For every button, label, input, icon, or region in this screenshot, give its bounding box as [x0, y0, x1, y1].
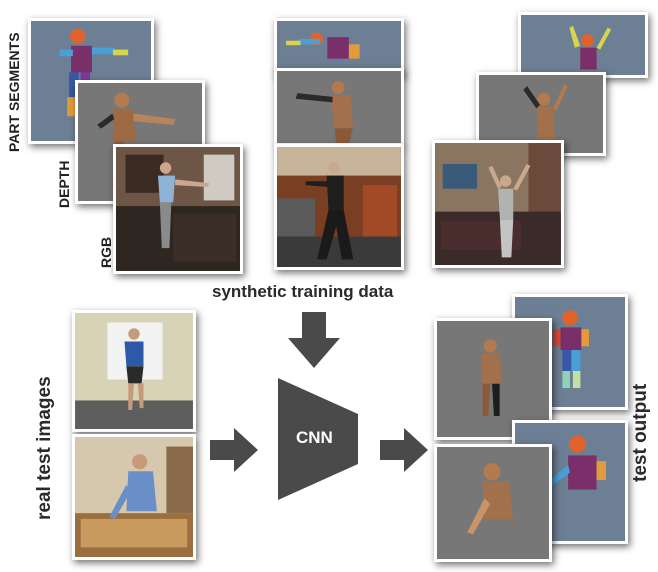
depth-body-figure: [480, 339, 502, 417]
synthetic-2-rgb: [274, 144, 404, 270]
test-output-2-depth: [434, 444, 552, 562]
synthetic-2-depth: [274, 68, 404, 146]
label-rgb: RGB: [98, 236, 114, 268]
segmented-body-figure: [569, 25, 612, 70]
synthetic-3-rgb: [432, 140, 564, 268]
synthetic-1-rgb: [113, 144, 243, 274]
label-depth: DEPTH: [56, 160, 72, 208]
caption-synthetic-training-data: synthetic training data: [212, 282, 394, 301]
real-person-woodworking-photo: [75, 437, 193, 557]
arrow-right-icon: [380, 428, 428, 472]
real-person-standing-photo: [75, 313, 193, 429]
arrow-down-icon: [288, 312, 340, 368]
cnn-label: CNN: [296, 428, 333, 447]
caption-test-output: test output: [630, 383, 651, 482]
synthetic-2-part-segments: [274, 18, 404, 76]
test-output-1-depth: [434, 318, 552, 440]
segmented-body-figure: [552, 310, 589, 389]
real-test-image-1: [72, 310, 196, 432]
rgb-kitchen-scene: [116, 147, 240, 271]
rgb-bedroom-scene: [435, 143, 561, 265]
arrow-right-icon: [210, 428, 258, 472]
depth-body-figure: [523, 84, 568, 140]
depth-body-figure: [467, 463, 513, 535]
label-part-segments: PART SEGMENTS: [6, 32, 22, 152]
depth-body-figure: [295, 81, 353, 143]
segmented-body-figure: [286, 32, 360, 59]
real-test-image-2: [72, 434, 196, 560]
rgb-kitchen-scene: [277, 147, 401, 267]
caption-real-test-images: real test images: [34, 376, 55, 520]
cnn-block: [278, 378, 358, 500]
synthetic-3-part-segments: [518, 12, 648, 78]
